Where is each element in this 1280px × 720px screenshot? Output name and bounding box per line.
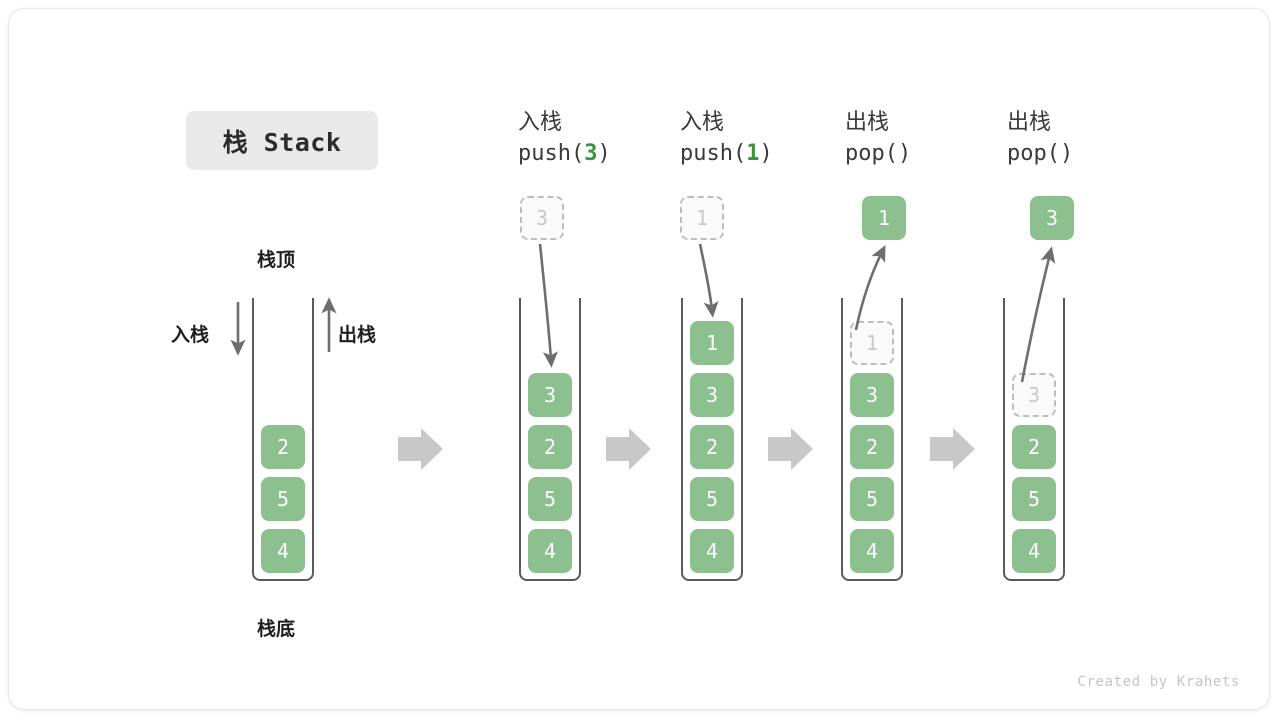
stack-cell: 5 <box>850 477 894 521</box>
stack-cell: 4 <box>528 529 572 573</box>
column-header-1: 入栈 push(3) <box>518 108 688 170</box>
column-header-2: 入栈 push(1) <box>680 108 850 170</box>
stack-cell: 2 <box>261 425 305 469</box>
page-title: 栈 Stack <box>186 111 378 170</box>
column-call-2: push(1) <box>680 138 850 170</box>
stack-cell: 3 <box>690 373 734 417</box>
push-side-label: 入栈 <box>171 324 210 346</box>
call-prefix-2: push( <box>680 141 747 166</box>
stack-top-label: 栈顶 <box>257 249 296 271</box>
call-prefix-4: pop( <box>1007 141 1060 166</box>
stack-bottom-label: 栈底 <box>257 618 296 640</box>
stack-cell-removed: 1 <box>850 321 894 365</box>
popped-value-3: 1 <box>862 196 906 240</box>
stack-cell: 3 <box>850 373 894 417</box>
floating-value-2: 1 <box>680 196 724 240</box>
stack-cell: 2 <box>850 425 894 469</box>
floating-value-1: 3 <box>520 196 564 240</box>
stack-cell: 5 <box>1012 477 1056 521</box>
stack-cell: 5 <box>528 477 572 521</box>
stack-cell: 2 <box>528 425 572 469</box>
credit-text: Created by Krahets <box>1077 674 1240 690</box>
call-arg-1: 3 <box>584 141 598 166</box>
call-suffix-1: ) <box>597 141 611 166</box>
call-suffix-2: ) <box>759 141 773 166</box>
stack-cell: 4 <box>850 529 894 573</box>
stack-cell: 2 <box>1012 425 1056 469</box>
call-prefix-3: pop( <box>845 141 898 166</box>
column-call-3: pop() <box>845 138 1015 170</box>
column-op-label-2: 入栈 <box>680 110 725 135</box>
column-op-label-1: 入栈 <box>518 110 563 135</box>
call-suffix-4: ) <box>1059 141 1074 166</box>
stack-cell: 1 <box>690 321 734 365</box>
pop-side-label: 出栈 <box>338 324 377 346</box>
stack-cell: 5 <box>690 477 734 521</box>
stack-frame-4 <box>1003 298 1065 581</box>
popped-value-4: 3 <box>1030 196 1074 240</box>
call-arg-2: 1 <box>746 141 760 166</box>
stack-cell: 5 <box>261 477 305 521</box>
stack-frame-2 <box>681 298 743 581</box>
call-prefix-1: push( <box>518 141 585 166</box>
stack-frame-3 <box>841 298 903 581</box>
column-header-4: 出栈 pop() <box>1007 108 1177 170</box>
stack-cell-removed: 3 <box>1012 373 1056 417</box>
stack-frame-initial <box>252 298 314 581</box>
column-op-label-4: 出栈 <box>1007 110 1052 135</box>
column-header-3: 出栈 pop() <box>845 108 1015 170</box>
call-suffix-3: ) <box>897 141 912 166</box>
stack-frame-1 <box>519 298 581 581</box>
stack-cell: 4 <box>690 529 734 573</box>
stack-cell: 3 <box>528 373 572 417</box>
stack-cell: 2 <box>690 425 734 469</box>
column-call-1: push(3) <box>518 138 688 170</box>
stack-cell: 4 <box>1012 529 1056 573</box>
column-op-label-3: 出栈 <box>845 110 890 135</box>
stack-cell: 4 <box>261 529 305 573</box>
column-call-4: pop() <box>1007 138 1177 170</box>
